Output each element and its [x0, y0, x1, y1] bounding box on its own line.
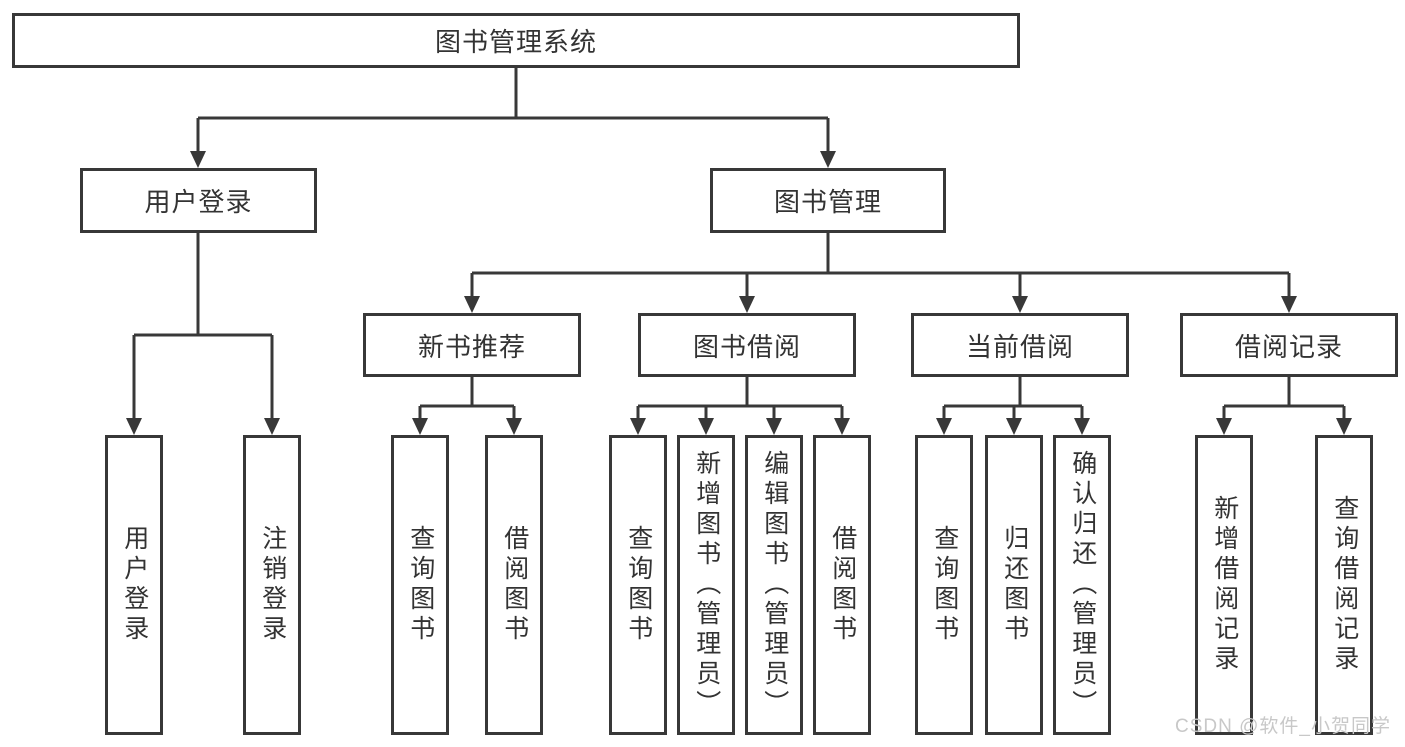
leaf-label: 新增借阅记录	[1210, 495, 1239, 675]
branch-user-login	[126, 233, 280, 435]
leaf-label: 查询图书	[406, 525, 435, 645]
node-user-login: 用户登录	[80, 168, 317, 233]
node-library-system: 图书管理系统	[12, 13, 1020, 68]
branch-borrow-records	[1216, 377, 1352, 435]
leaf-return-books: 归还图书	[985, 435, 1043, 735]
node-book-management: 图书管理	[710, 168, 946, 233]
arrowhead	[464, 296, 480, 313]
arrowhead	[1336, 418, 1352, 435]
leaf-label: 编辑图书（管理员）	[760, 450, 789, 720]
arrowhead	[936, 418, 952, 435]
leaf-add-borrow-record: 新增借阅记录	[1195, 435, 1253, 735]
leaf-label: 注销登录	[258, 525, 287, 645]
branch-book-borrow	[630, 377, 850, 435]
node-borrow-records: 借阅记录	[1180, 313, 1398, 377]
leaf-user-login: 用户登录	[105, 435, 163, 735]
arrowhead	[820, 151, 836, 168]
leaf-logout: 注销登录	[243, 435, 301, 735]
leaf-label: 用户登录	[120, 525, 149, 645]
arrowhead	[1006, 418, 1022, 435]
leaf-label: 确认归还（管理员）	[1068, 450, 1097, 720]
leaf-borrow-books-recommend: 借阅图书	[485, 435, 543, 735]
leaf-edit-books-admin: 编辑图书（管理员）	[745, 435, 803, 735]
branch-current-borrow	[936, 377, 1090, 435]
arrowhead	[1012, 296, 1028, 313]
leaf-label: 归还图书	[1000, 525, 1029, 645]
node-new-book-recommend: 新书推荐	[363, 313, 581, 377]
leaf-label: 借阅图书	[500, 525, 529, 645]
arrowhead	[1216, 418, 1232, 435]
arrowhead	[190, 151, 206, 168]
node-book-borrow: 图书借阅	[638, 313, 856, 377]
arrowhead	[766, 418, 782, 435]
node-current-borrow: 当前借阅	[911, 313, 1129, 377]
arrowhead	[630, 418, 646, 435]
leaf-borrow-books: 借阅图书	[813, 435, 871, 735]
arrowhead	[264, 418, 280, 435]
leaf-query-books-recommend: 查询图书	[391, 435, 449, 735]
arrowhead	[126, 418, 142, 435]
leaf-label: 查询图书	[624, 525, 653, 645]
arrowhead	[1074, 418, 1090, 435]
leaf-label: 借阅图书	[828, 525, 857, 645]
csdn-watermark: CSDN @软件_小贺同学	[1175, 716, 1391, 737]
leaf-query-books-current: 查询图书	[915, 435, 973, 735]
leaf-label: 查询图书	[930, 525, 959, 645]
arrowhead	[739, 296, 755, 313]
branch-book-management	[464, 233, 1297, 313]
arrowhead	[698, 418, 714, 435]
leaf-label: 新增图书（管理员）	[692, 450, 721, 720]
arrowhead	[412, 418, 428, 435]
arrowhead	[506, 418, 522, 435]
arrowhead	[834, 418, 850, 435]
leaf-label: 查询借阅记录	[1330, 495, 1359, 675]
leaf-query-borrow-record: 查询借阅记录	[1315, 435, 1373, 735]
arrowhead	[1281, 296, 1297, 313]
branch-new-book-recommend	[412, 377, 522, 435]
leaf-add-books-admin: 新增图书（管理员）	[677, 435, 735, 735]
leaf-confirm-return-admin: 确认归还（管理员）	[1053, 435, 1111, 735]
branch-root-to-level2	[190, 68, 836, 168]
leaf-query-books-borrow: 查询图书	[609, 435, 667, 735]
